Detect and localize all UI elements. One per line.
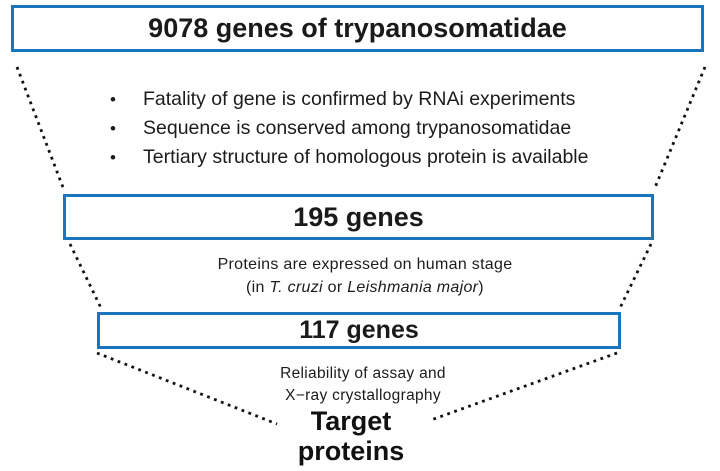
- caption-text: (in: [246, 279, 270, 296]
- bullet-icon: •: [110, 90, 116, 109]
- filter-criteria-list: • Fatality of gene is confirmed by RNAi …: [110, 85, 588, 172]
- caption-text: or: [322, 279, 348, 296]
- criteria-item: • Sequence is conserved among trypanosom…: [110, 114, 588, 143]
- stage2-caption-line2: X−ray crystallography: [285, 387, 441, 404]
- criteria-item: • Fatality of gene is confirmed by RNAi …: [110, 85, 588, 114]
- criteria-text: Tertiary structure of homologous protein…: [143, 146, 589, 168]
- stage1-caption-line1: Proteins are expressed on human stage: [217, 256, 513, 273]
- funnel-edge-left-3: [96, 351, 278, 426]
- total-genes-label: 9078 genes of trypanosomatidae: [148, 13, 567, 43]
- stage2-genes-label: 117 genes: [299, 316, 419, 344]
- target-line1: Target: [310, 406, 392, 436]
- funnel-edge-right-3: [430, 351, 618, 422]
- funnel-edge-left-1: [15, 66, 66, 191]
- stage2-filter-caption: Reliability of assay and X−ray crystallo…: [3, 363, 720, 407]
- stage2-genes-box: 117 genes: [97, 312, 621, 349]
- target-line2: proteins: [297, 436, 405, 466]
- stage1-genes-box: 195 genes: [63, 194, 654, 240]
- target-proteins-label: Target proteins: [0, 406, 711, 466]
- species-name: Leishmania major: [347, 279, 479, 296]
- bullet-icon: •: [110, 119, 116, 138]
- total-genes-box: 9078 genes of trypanosomatidae: [11, 5, 704, 52]
- stage1-genes-label: 195 genes: [293, 201, 424, 232]
- criteria-item: • Tertiary structure of homologous prote…: [110, 143, 588, 172]
- stage1-caption-line2: (in T. cruzi or Leishmania major): [5, 276, 720, 299]
- funnel-edge-right-2: [617, 243, 653, 311]
- funnel-edge-left-2: [68, 243, 104, 311]
- criteria-text: Sequence is conserved among trypanosomat…: [143, 117, 572, 139]
- species-name: T. cruzi: [269, 279, 323, 296]
- stage2-caption-line1: Reliability of assay and: [280, 365, 446, 382]
- criteria-text: Fatality of gene is confirmed by RNAi ex…: [143, 88, 576, 110]
- bullet-icon: •: [110, 148, 116, 167]
- caption-text: ): [478, 279, 484, 296]
- stage1-filter-caption: Proteins are expressed on human stage (i…: [5, 253, 720, 299]
- funnel-edge-right-1: [652, 66, 707, 191]
